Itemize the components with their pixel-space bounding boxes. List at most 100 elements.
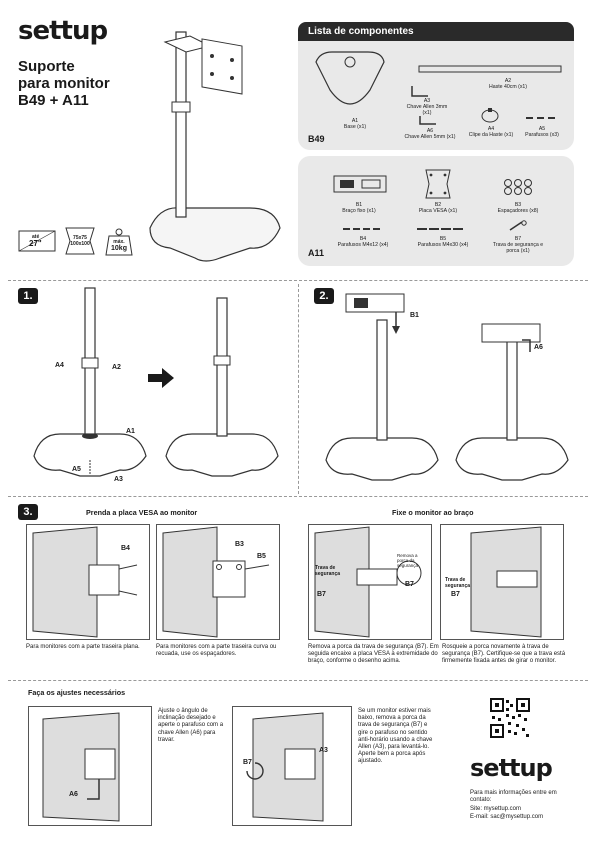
vesa-top-text: 75x75 xyxy=(73,235,87,241)
part-a1: A1 Base (x1) xyxy=(330,118,380,130)
step-2-badge: 2. xyxy=(314,288,334,304)
part-code: A4 xyxy=(487,126,495,132)
part-label: Haste 40cm (x1) xyxy=(488,84,528,90)
label-a6-adjust: A6 xyxy=(69,791,78,798)
step-3-badge: 3. xyxy=(18,504,38,520)
contact-site[interactable]: Site: mysettup.com xyxy=(470,806,522,812)
size-value-text: 27" xyxy=(29,239,42,248)
label-b3: B3 xyxy=(235,541,244,548)
label-a1: A1 xyxy=(126,428,135,435)
page-title: Suporte para monitor B49 + A11 xyxy=(18,58,110,109)
allen-key-3mm-icon xyxy=(411,86,428,97)
divider xyxy=(298,284,299,494)
part-code: A6 xyxy=(426,128,434,134)
vesa-plate-part-icon xyxy=(425,169,451,199)
brand-logo: settup xyxy=(18,16,108,46)
height-adjust-panel: B7 A3 xyxy=(232,706,352,826)
rod-part-icon xyxy=(418,65,562,73)
part-a2: A2 Haste 40cm (x1) xyxy=(458,78,558,90)
part-code: B7 xyxy=(514,236,522,242)
part-label: Trava de segurança e porca (x1) xyxy=(492,242,544,254)
label-remove: Remova a porca da segurança xyxy=(397,553,419,568)
label-b5: B5 xyxy=(257,553,266,560)
part-b1: B1 Braço fixo (x1) xyxy=(334,202,384,214)
label-a4: A4 xyxy=(55,362,64,369)
part-label: Parafusos M4x30 (x4) xyxy=(417,242,469,248)
part-code: B3 xyxy=(514,202,522,208)
vesa-badge: 75x75 100x100 xyxy=(62,226,98,256)
label-b7-detail: B7 xyxy=(405,581,414,588)
caption-curved: Para monitores com a parte traseira curv… xyxy=(156,644,277,658)
divider xyxy=(8,496,588,497)
caption-arm-attach: Remova a porca da trava de segurança (B7… xyxy=(308,644,439,665)
screws-m4x30-icon xyxy=(417,228,463,230)
part-label: Chave Allen 3mm (x1) xyxy=(406,104,448,116)
screen-size-badge: até 27" xyxy=(18,228,56,252)
caption-flat: Para monitores com a parte traseira plan… xyxy=(26,644,140,650)
safety-lock-icon xyxy=(509,220,527,231)
spacers-icon xyxy=(504,179,532,195)
model-b49: B49 xyxy=(308,134,325,144)
title-line-1: Suporte xyxy=(18,58,75,75)
step-1-badge: 1. xyxy=(18,288,38,304)
part-code: A2 xyxy=(504,78,512,84)
flat-monitor-illustration xyxy=(32,526,138,638)
weight-badge: máx. 10kg xyxy=(104,228,134,256)
caption-height: Se um monitor estiver mais baixo, remova… xyxy=(358,708,433,765)
step-1-illustration xyxy=(33,287,279,477)
label-b7-adjust: B7 xyxy=(243,759,252,766)
part-code: B1 xyxy=(355,202,363,208)
label-b7: B7 xyxy=(317,591,326,598)
rod-clip-icon xyxy=(481,108,499,123)
part-label: Base (x1) xyxy=(343,124,367,130)
part-b5: B5 Parafusos M4x30 (x4) xyxy=(408,236,478,248)
part-label: Parafusos (x3) xyxy=(525,132,559,138)
label-b4: B4 xyxy=(121,545,130,552)
label-a3: A3 xyxy=(114,476,123,483)
screws-m4x12-icon xyxy=(343,228,380,230)
divider xyxy=(8,280,588,281)
tilt-adjust-illustration xyxy=(42,712,120,822)
label-lock-2: Trava de segurança xyxy=(445,577,471,589)
label-b7-lock: B7 xyxy=(451,591,460,598)
label-a2: A2 xyxy=(112,364,121,371)
hero-stand-illustration xyxy=(149,31,281,262)
fixed-arm-icon xyxy=(333,175,387,193)
screws-icon xyxy=(526,117,555,119)
part-a4: A4 Clipe da Haste (x1) xyxy=(466,126,516,138)
part-b4: B4 Parafusos M4x12 (x4) xyxy=(328,236,398,248)
curved-monitor-illustration xyxy=(162,526,270,638)
part-a6: A6 Chave Allen 5mm (x1) xyxy=(402,128,458,140)
vesa-curved-panel: B3 B5 xyxy=(156,524,280,640)
vesa-plate-icon xyxy=(65,227,95,255)
components-panel-b49: Lista de componentes A1 Base (x1) A2 Has… xyxy=(298,22,574,150)
label-a6: A6 xyxy=(534,344,543,351)
weight-value-text: 10kg xyxy=(111,245,127,252)
contact-heading: Para mais informações entre em contato: xyxy=(470,790,557,804)
label-lock-1: Trava de segurança xyxy=(315,565,341,577)
part-code: B5 xyxy=(439,236,447,242)
title-line-2: para monitor xyxy=(18,75,110,92)
model-a11: A11 xyxy=(308,248,325,258)
arm-attach-panel: Trava de segurança B7 Remova a porca da … xyxy=(308,524,432,640)
components-panel-a11: B1 Braço fixo (x1) B2 Placa VESA (x1) B3… xyxy=(298,156,574,266)
step-2-illustration xyxy=(325,293,569,481)
part-label: Clipe da Haste (x1) xyxy=(468,132,514,138)
part-label: Braço fixo (x1) xyxy=(342,208,376,214)
caption-lock-tighten: Rosqueie a porca novamente à trava de se… xyxy=(442,644,566,665)
title-line-3: B49 + A11 xyxy=(18,92,89,109)
part-label: Placa VESA (x1) xyxy=(418,208,458,214)
part-code: B2 xyxy=(434,202,442,208)
step-3-right-title: Fixe o monitor ao braço xyxy=(392,508,474,517)
weight-top-text: máx. xyxy=(113,239,125,245)
base-part-icon xyxy=(315,51,385,105)
label-a5: A5 xyxy=(72,466,81,473)
label-b1: B1 xyxy=(410,312,419,319)
vesa-flat-panel: B4 xyxy=(26,524,150,640)
part-code: A5 xyxy=(538,126,546,132)
footer-logo: settup xyxy=(470,754,553,782)
step-3-left-title: Prenda a placa VESA ao monitor xyxy=(86,508,198,517)
contact-email[interactable]: E-mail: sac@mysettup.com xyxy=(470,814,544,820)
caption-tilt: Ajuste o ângulo de inclinação desejado e… xyxy=(158,708,224,743)
part-b2: B2 Placa VESA (x1) xyxy=(413,202,463,214)
